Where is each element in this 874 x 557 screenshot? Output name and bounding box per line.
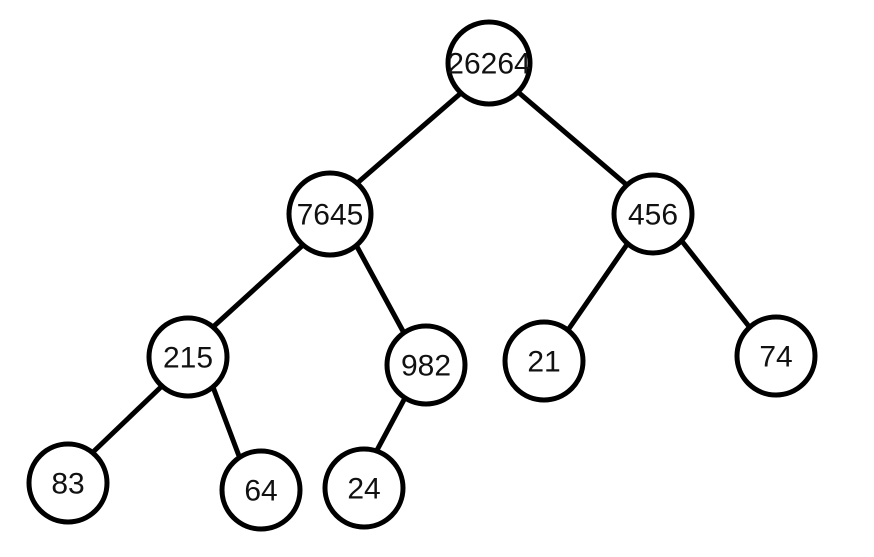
node-circle[interactable] [502, 319, 586, 403]
tree-edge [565, 240, 631, 333]
tree-edges-group [89, 89, 754, 459]
node-circle[interactable] [286, 170, 374, 258]
node-label: 7645 [297, 199, 364, 232]
tree-edge [373, 393, 409, 455]
tree-edge [352, 240, 407, 336]
node-label: 24 [347, 473, 380, 506]
node-circle[interactable] [219, 448, 303, 532]
node-label: 64 [244, 475, 277, 508]
node-circle[interactable] [611, 172, 695, 256]
tree-node[interactable]: 83 [26, 441, 110, 525]
tree-edge [515, 89, 631, 189]
node-label: 26264 [447, 48, 530, 81]
tree-node[interactable]: 982 [384, 323, 468, 407]
tree-node[interactable]: 21 [502, 319, 586, 403]
tree-nodes-group: 26264 7645 456 215 982 21 74 83 64 24 [26, 19, 818, 532]
tree-node[interactable]: 26264 [445, 19, 533, 107]
tree-node[interactable]: 7645 [286, 170, 374, 258]
tree-edge [678, 237, 754, 332]
node-label: 83 [51, 468, 84, 501]
node-circle[interactable] [445, 19, 533, 107]
tree-edge [210, 384, 242, 459]
tree-node[interactable]: 456 [611, 172, 695, 256]
node-label: 21 [527, 346, 560, 379]
tree-node[interactable]: 64 [219, 448, 303, 532]
tree-node[interactable]: 74 [734, 314, 818, 398]
node-label: 74 [759, 341, 792, 374]
tree-node[interactable]: 215 [146, 315, 230, 399]
node-circle[interactable] [26, 441, 110, 525]
tree-node[interactable]: 24 [322, 446, 406, 530]
node-circle[interactable] [322, 446, 406, 530]
node-circle[interactable] [384, 323, 468, 407]
node-label: 215 [163, 342, 213, 375]
tree-edge [210, 242, 306, 330]
node-circle[interactable] [146, 315, 230, 399]
tree-edge [89, 383, 165, 456]
node-label: 456 [628, 199, 678, 232]
node-circle[interactable] [734, 314, 818, 398]
tree-edge [352, 90, 464, 188]
node-label: 982 [401, 350, 451, 383]
